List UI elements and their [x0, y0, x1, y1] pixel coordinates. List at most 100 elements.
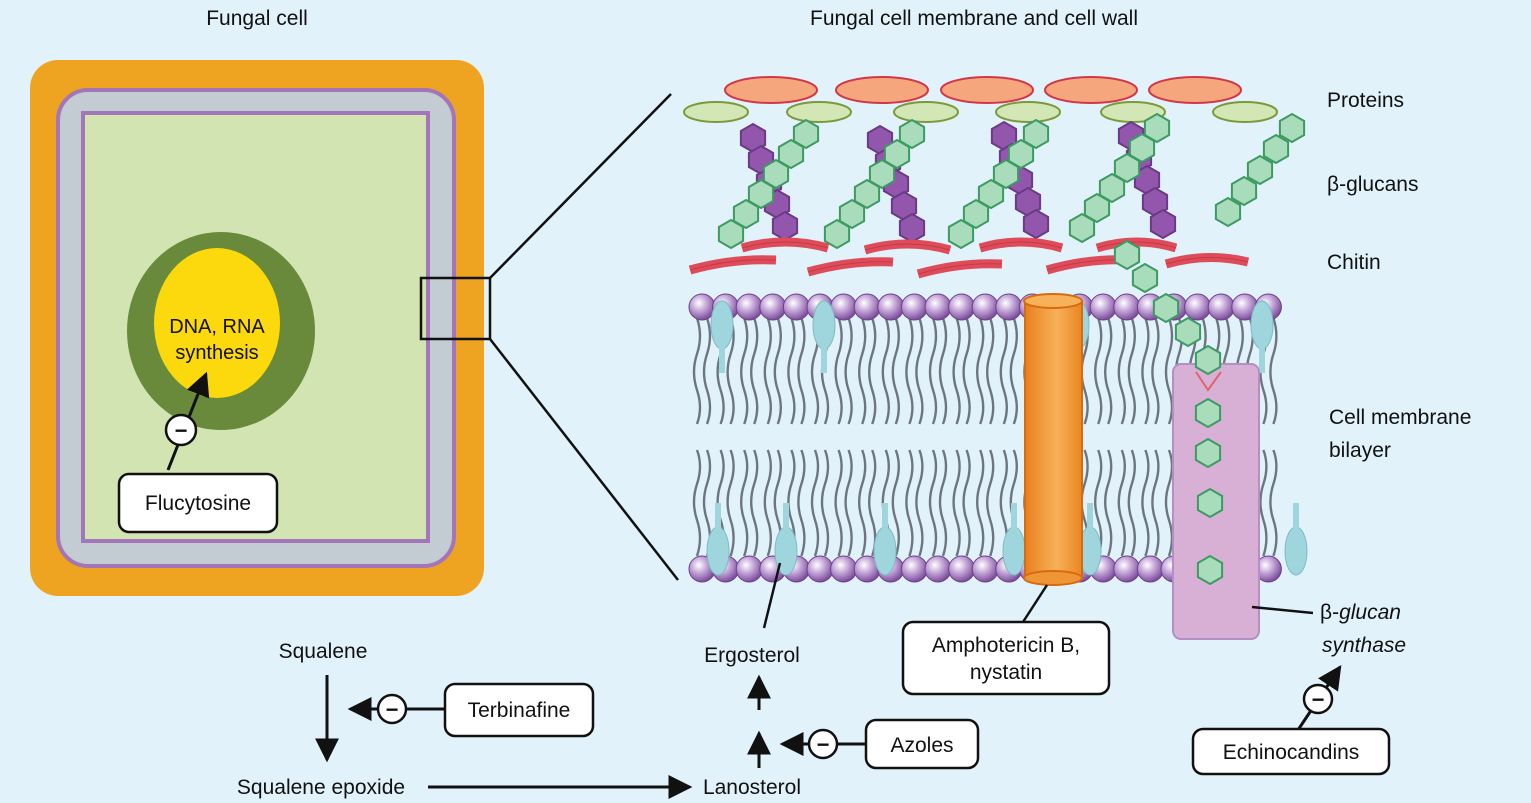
- protein-green: [1100, 101, 1166, 123]
- lipid-tail: [750, 449, 759, 557]
- glucan-unit: [898, 212, 926, 244]
- glucan-unit: [1149, 208, 1177, 240]
- beta-glucans: [717, 112, 1306, 250]
- lipid-tail: [952, 449, 961, 557]
- lanosterol-label: Lanosterol: [703, 776, 801, 799]
- lipid-tail: [1094, 317, 1103, 425]
- lipid-head: [782, 293, 810, 321]
- lipid-tail: [797, 449, 806, 557]
- svg-text:Terbinafine: Terbinafine: [468, 699, 571, 722]
- ergosterol-head: [706, 526, 730, 576]
- glucan-unit: [823, 218, 851, 250]
- svg-text:nystatin: nystatin: [970, 661, 1042, 684]
- lipid-tail: [810, 449, 820, 557]
- lipid-tail: [1269, 449, 1278, 557]
- squalene-label: Squalene: [279, 640, 368, 663]
- lipid-tail: [928, 449, 938, 557]
- zoom-region-box: [419, 276, 492, 341]
- lipid-tail: [962, 317, 971, 425]
- lipid-tail: [750, 317, 759, 425]
- svg-text:−: −: [386, 697, 399, 722]
- ergosterol-head: [812, 300, 836, 350]
- lipid-tail: [938, 317, 948, 425]
- glucan-unit: [762, 158, 790, 190]
- lipid-tail: [1269, 317, 1278, 425]
- lipid-tail: [915, 449, 924, 557]
- synthase-label-line2: synthase: [1322, 634, 1406, 657]
- protein-green: [683, 101, 749, 123]
- glucan-unit: [1083, 192, 1111, 224]
- lipid-tail: [1094, 449, 1103, 557]
- protein-green: [786, 101, 852, 123]
- lipid-tail: [986, 317, 995, 425]
- fungal-cell: DNA, RNA synthesis − Flucytosine: [30, 60, 492, 596]
- lipid-tail: [1259, 449, 1268, 557]
- protein-red: [835, 76, 929, 104]
- lipid-tail: [999, 317, 1008, 425]
- ergosterol-tail: [1259, 345, 1265, 373]
- svg-text:−: −: [1312, 687, 1325, 712]
- glucan-unit: [777, 138, 805, 170]
- lipid-tail: [1141, 317, 1150, 425]
- lipid-tail: [692, 317, 702, 425]
- bilayer-label-line1: Cell membrane: [1329, 406, 1471, 429]
- glucan-unit: [947, 218, 975, 250]
- chitin-strand-edge: [741, 241, 829, 249]
- glucan-unit: [1098, 172, 1126, 204]
- lipid-tail: [1164, 449, 1174, 557]
- ergosterol-tail: [719, 345, 725, 373]
- lipid-tail: [858, 317, 867, 425]
- protein-red: [940, 76, 1034, 104]
- lipid-tail: [763, 449, 772, 557]
- ergosterol-head: [1250, 300, 1274, 350]
- zoom-line-top: [489, 93, 672, 279]
- lipid-tail: [773, 317, 782, 425]
- glucan-unit: [1196, 487, 1224, 519]
- glucan-unit: [1113, 239, 1141, 271]
- lipid-tail: [891, 449, 900, 557]
- glucan-unit: [853, 178, 881, 210]
- ergosterol-head: [1284, 526, 1308, 576]
- lipid-tail: [952, 317, 961, 425]
- glucans-label: β-glucans: [1327, 173, 1418, 196]
- lipid-head: [995, 293, 1023, 321]
- flucytosine-inhibit-icon: −: [164, 413, 198, 447]
- proteins-label: Proteins: [1327, 89, 1404, 112]
- lipid-tail: [915, 317, 924, 425]
- ergosterol-tail: [783, 503, 789, 531]
- glucan-unit: [898, 118, 926, 150]
- ergosterol-tail: [1011, 503, 1017, 531]
- chitin-strand-edge: [1096, 241, 1177, 249]
- protein-green: [893, 101, 959, 123]
- lipid-tail: [820, 449, 830, 557]
- lipid-tail: [1009, 317, 1018, 425]
- lipid-tail: [868, 449, 877, 557]
- lipid-head: [924, 293, 952, 321]
- protein-red: [1148, 76, 1242, 104]
- glucan-unit: [1194, 437, 1222, 469]
- lipid-tail: [976, 317, 985, 425]
- lipid-tail: [763, 317, 772, 425]
- glucan-unit: [1128, 132, 1156, 164]
- glucan-unit: [771, 210, 799, 242]
- lipid-head: [853, 293, 881, 321]
- ergosterol-tail: [821, 345, 827, 373]
- azoles-box: Azoles: [864, 718, 980, 770]
- svg-text:Flucytosine: Flucytosine: [145, 492, 251, 515]
- glucan-unit: [992, 158, 1020, 190]
- lipid-head: [688, 293, 716, 321]
- glucan-unit: [962, 198, 990, 230]
- ergosterol-head: [710, 300, 734, 350]
- lipid-tail: [976, 449, 985, 557]
- lipid-tail: [1151, 449, 1160, 557]
- svg-text:Echinocandins: Echinocandins: [1223, 741, 1360, 764]
- lipid-head: [1113, 293, 1141, 321]
- svg-text:−: −: [175, 418, 188, 443]
- lipid-tail: [726, 449, 735, 557]
- ergosterol-head: [1002, 526, 1026, 576]
- ergosterol-tail: [1293, 503, 1299, 531]
- terbinafine-box: Terbinafine: [443, 682, 595, 738]
- glucan-unit: [1068, 212, 1096, 244]
